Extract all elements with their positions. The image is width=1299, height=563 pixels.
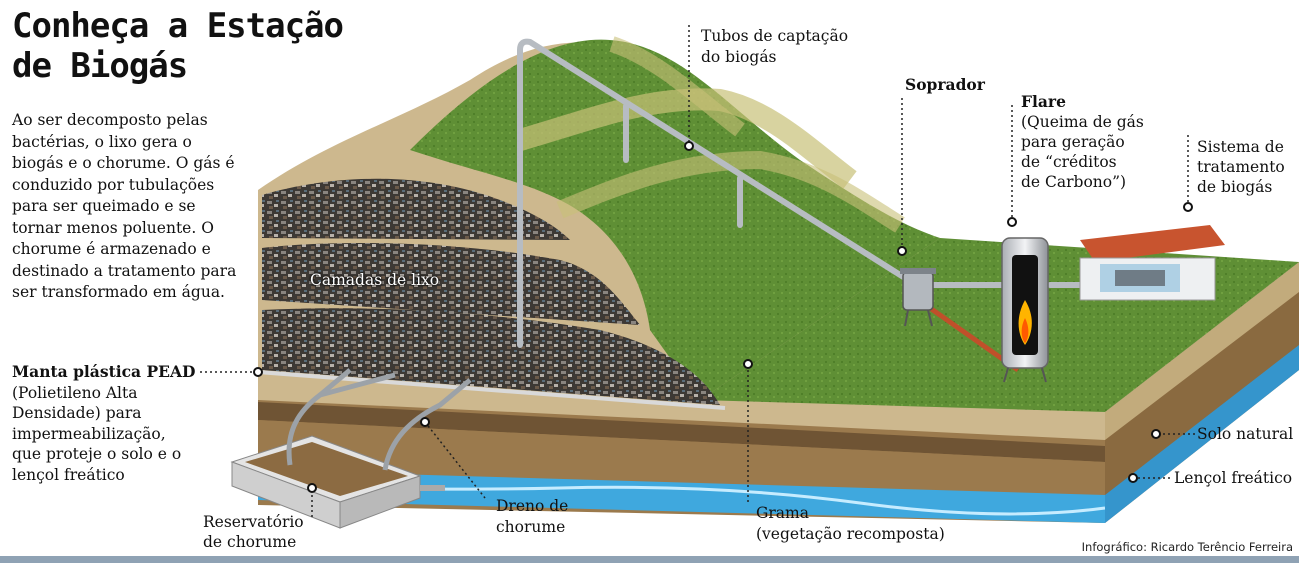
label-line: lençol freático (12, 465, 125, 484)
label-line: que proteje o solo e o (12, 445, 182, 463)
trash-layer-middle (262, 243, 640, 325)
intro-line: chorume é armazenado e (12, 240, 211, 258)
label-line: de chorume (203, 533, 297, 551)
label-line: de biogás (1197, 178, 1273, 196)
label-line: Reservatório (203, 513, 304, 531)
label-blower: Soprador (905, 74, 985, 96)
page-title: Conheça a Estação de Biogás (12, 6, 344, 86)
label-line: (Queima de gás (1021, 113, 1144, 131)
label-grass: Grama (vegetação recomposta) (756, 503, 945, 545)
leachate-drain (286, 368, 472, 471)
title-line-1: Conheça a Estação (12, 6, 344, 46)
credit-text: Infográfico: Ricardo Terêncio Ferreira (1081, 540, 1293, 554)
label-trash-layers: Camadas de lixo (310, 270, 439, 291)
blower (900, 268, 936, 327)
label-water-table: Lençol freático (1174, 468, 1292, 489)
label-line: Dreno de (496, 497, 569, 515)
trash-layer-bottom (262, 308, 720, 405)
label-line: Densidade) para (12, 404, 142, 422)
intro-line: para ser queimado e se (12, 197, 196, 215)
soil-dark-band (258, 402, 1105, 462)
intro-text: Ao ser decomposto pelas bactérias, o lix… (12, 110, 262, 304)
bottom-bar (0, 556, 1299, 563)
label-leachate-reservoir: Reservatório de chorume (203, 512, 304, 552)
label-line: Grama (756, 504, 809, 522)
label-line: de “créditos (1021, 153, 1117, 171)
intro-line: Ao ser decomposto pelas (12, 111, 208, 129)
water-table-band (258, 470, 1105, 523)
label-biogas-pipes: Tubos de captação do biogás (701, 26, 848, 68)
intro-line: biogás e o chorume. O gás é (12, 154, 235, 172)
label-line: Camadas de lixo (310, 271, 440, 289)
title-line-2: de Biogás (12, 46, 188, 86)
label-pead-liner: Manta plástica PEAD (Polietileno Alta De… (12, 362, 195, 485)
label-line: para geração (1021, 133, 1125, 151)
label-line: (Polietileno Alta (12, 383, 138, 402)
intro-line: tornar menos poluente. O (12, 218, 214, 237)
intro-line: bactérias, o lixo gera o (12, 132, 192, 151)
leachate-reservoir (230, 435, 445, 529)
label-line: (vegetação recomposta) (756, 525, 945, 543)
label-heading: Soprador (905, 75, 985, 94)
label-leachate-drain: Dreno de chorume (496, 496, 568, 538)
label-flare: Flare (Queima de gás para geração de “cr… (1021, 92, 1144, 192)
label-line: Sistema de (1197, 138, 1284, 156)
soil-mid-band (258, 420, 1105, 510)
intro-line: destinado a tratamento para (12, 261, 237, 280)
trash-layer-top (262, 178, 570, 240)
trash-layers (262, 178, 720, 405)
biogas-treatment-house (1079, 225, 1225, 301)
label-heading: Manta plástica PEAD (12, 362, 196, 381)
intro-line: conduzido por tubulações (12, 175, 215, 194)
label-heading: Flare (1021, 92, 1066, 111)
label-line: de Carbono”) (1021, 173, 1127, 191)
label-line: do biogás (701, 48, 777, 66)
flare-tower (1001, 237, 1049, 383)
pead-liner (257, 370, 726, 410)
label-treatment-system: Sistema de tratamento de biogás (1197, 137, 1285, 197)
leader-dots (253, 141, 1193, 493)
intro-line: ser transformado em água. (12, 283, 225, 301)
leader-lines (200, 25, 1195, 520)
label-natural-soil: Solo natural (1197, 424, 1293, 445)
label-line: Tubos de captação (701, 27, 849, 45)
label-line: tratamento (1197, 158, 1285, 176)
label-line: Lençol freático (1174, 469, 1293, 487)
label-line: Solo natural (1197, 425, 1294, 443)
label-line: impermeabilização, (12, 424, 166, 443)
label-line: chorume (496, 518, 566, 536)
main-biogas-pipe (517, 38, 908, 348)
